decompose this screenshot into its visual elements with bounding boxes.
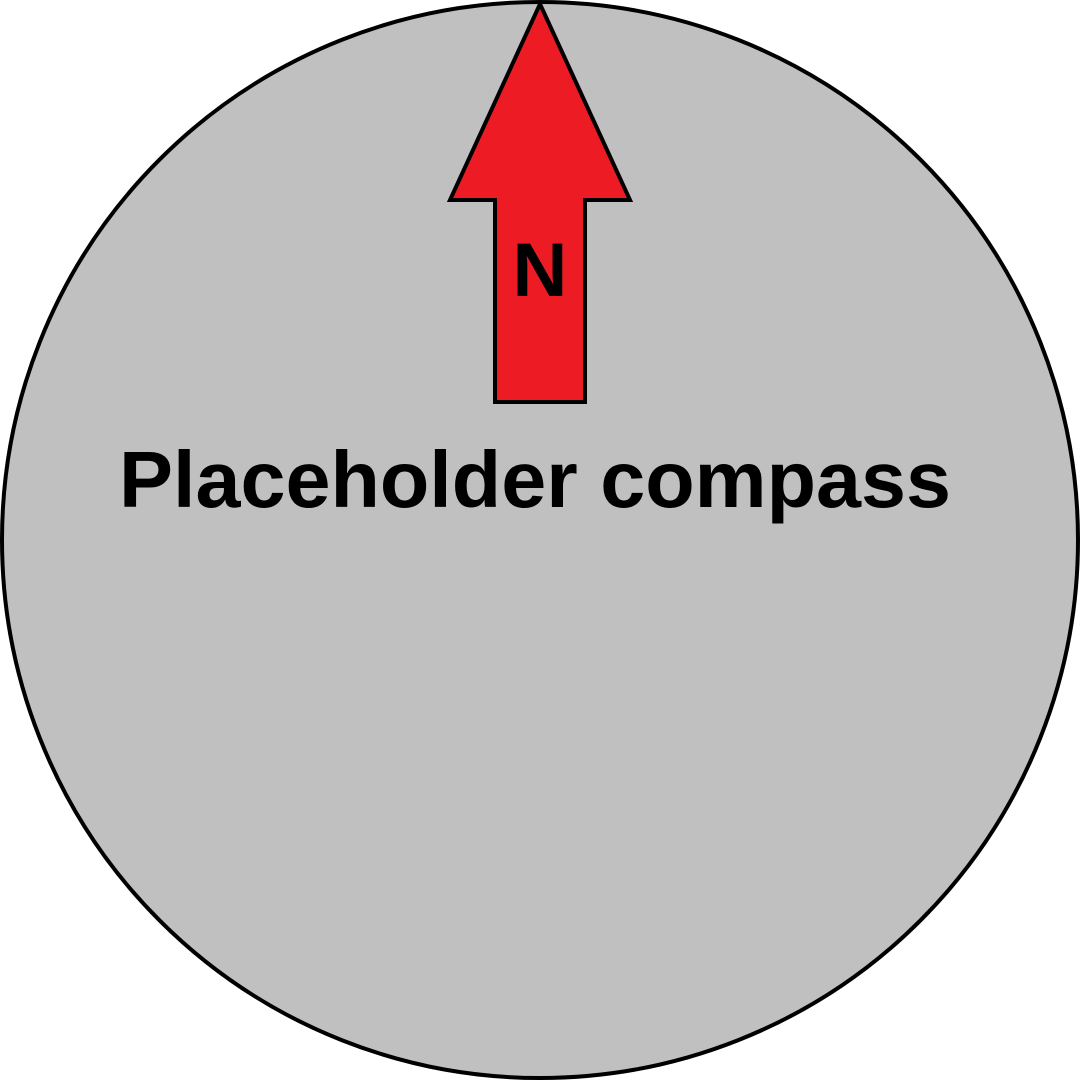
north-needle: N — [446, 0, 634, 404]
north-arrow-icon — [446, 0, 634, 404]
north-label: N — [513, 228, 568, 313]
compass-caption: Placeholder compass — [119, 435, 951, 524]
